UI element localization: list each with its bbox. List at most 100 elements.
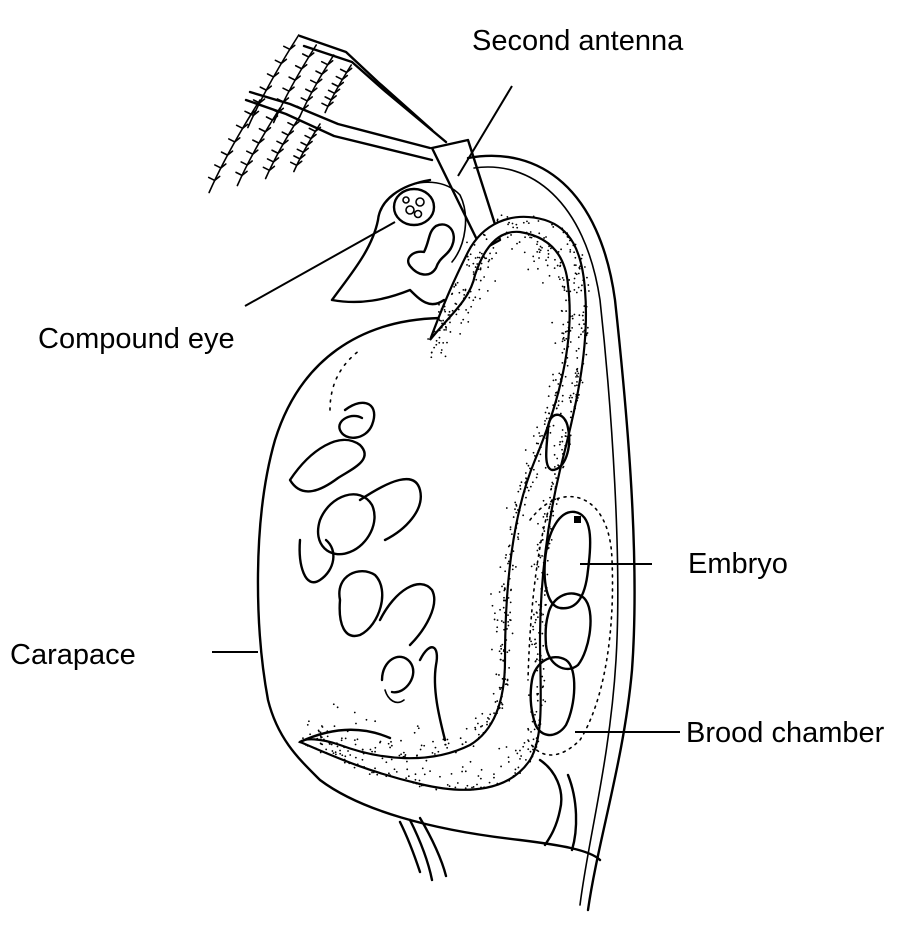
gut-stipple-dot — [538, 632, 540, 634]
antenna-setule — [268, 73, 279, 77]
gut-stipple-dot — [572, 244, 574, 246]
gut-stipple-dot — [560, 248, 562, 250]
gut-stipple-dot — [558, 404, 560, 406]
gut-stipple-dot — [563, 466, 565, 468]
gut-stipple-dot — [541, 633, 543, 635]
gut-stipple-dot — [570, 400, 572, 402]
gut-stipple-dot — [504, 588, 506, 590]
gut-stipple-dot — [564, 449, 566, 451]
gut-stipple-dot — [503, 607, 505, 609]
gut-stipple-dot — [550, 432, 552, 434]
gut-stipple-dot — [504, 643, 506, 645]
gut-stipple-dot — [530, 640, 532, 642]
gut-stipple-dot — [504, 570, 506, 572]
gut-stipple-dot — [537, 700, 539, 702]
gut-stipple-dot — [515, 527, 517, 529]
gut-stipple-dot — [584, 330, 586, 332]
gut-stipple-dot — [556, 458, 558, 460]
gut-stipple-dot — [458, 309, 460, 311]
gut-stipple-dot — [583, 323, 585, 325]
gut-stipple-dot — [574, 257, 576, 259]
gut-stipple-dot — [556, 407, 558, 409]
gut-stipple-dot — [547, 250, 549, 252]
antenna-setule — [322, 61, 333, 65]
gut-stipple-dot — [425, 760, 427, 762]
gut-stipple-dot — [449, 311, 451, 313]
gut-stipple-dot — [538, 257, 540, 259]
gut-stipple-dot — [502, 678, 504, 680]
gut-stipple-dot — [320, 743, 322, 745]
gut-stipple-dot — [405, 777, 407, 779]
gut-stipple-dot — [512, 568, 514, 570]
gut-stipple-dot — [555, 379, 557, 381]
gut-stipple-dot — [536, 477, 538, 479]
gut-stipple-dot — [320, 735, 322, 737]
gut-stipple-dot — [552, 510, 554, 512]
gut-stipple-dot — [431, 352, 433, 354]
gut-stipple-dot — [551, 539, 553, 541]
gut-stipple-dot — [530, 231, 532, 233]
gut-stipple-dot — [374, 747, 376, 749]
gut-stipple-dot — [507, 563, 509, 565]
gut-stipple-dot — [493, 712, 495, 714]
gut-stipple-dot — [540, 685, 542, 687]
gut-stipple-dot — [543, 500, 545, 502]
gut-stipple-dot — [460, 303, 462, 305]
gut-stipple-dot — [537, 616, 539, 618]
gut-stipple-dot — [307, 724, 309, 726]
gut-stipple-dot — [470, 761, 472, 763]
gut-stipple-dot — [472, 263, 474, 265]
gut-stipple-dot — [542, 699, 544, 701]
gut-stipple-dot — [567, 365, 569, 367]
gut-stipple-dot — [484, 234, 486, 236]
gut-stipple-dot — [418, 727, 420, 729]
gut-stipple-dot — [588, 290, 590, 292]
antenna-setule — [283, 87, 294, 91]
gut-stipple-dot — [441, 308, 443, 310]
gut-stipple-dot — [586, 342, 588, 344]
gut-stipple-dot — [427, 338, 429, 340]
gut-stipple-dot — [538, 566, 540, 568]
gut-stipple-dot — [555, 392, 557, 394]
gut-stipple-dot — [394, 768, 396, 770]
gut-stipple-dot — [435, 789, 437, 791]
gut-stipple-dot — [527, 728, 529, 730]
gut-stipple-dot — [400, 753, 402, 755]
gut-stipple-dot — [570, 411, 572, 413]
gut-stipple-dot — [420, 749, 422, 751]
gut-stipple-dot — [538, 220, 540, 222]
gut-stipple-dot — [548, 253, 550, 255]
gut-stipple-dot — [578, 314, 580, 316]
gut-stipple-dot — [545, 604, 547, 606]
gut-stipple-dot — [537, 443, 539, 445]
gut-stipple-dot — [491, 258, 493, 260]
gut-stipple-dot — [432, 741, 434, 743]
gut-stipple-dot — [444, 309, 446, 311]
gut-stipple-dot — [440, 320, 442, 322]
gut-stipple-dot — [574, 314, 576, 316]
gut-stipple-dot — [548, 245, 550, 247]
gut-stipple-dot — [494, 240, 496, 242]
gut-stipple-dot — [533, 215, 535, 217]
gut-stipple-dot — [495, 714, 497, 716]
gut-stipple-dot — [528, 234, 530, 236]
gut-stipple-dot — [582, 382, 584, 384]
gut-stipple-dot — [539, 435, 541, 437]
gut-stipple-dot — [539, 453, 541, 455]
gut-stipple-dot — [355, 723, 357, 725]
gut-stipple-dot — [562, 324, 564, 326]
gut-stipple-dot — [565, 338, 567, 340]
gut-stipple-dot — [474, 727, 476, 729]
gut-stipple-dot — [565, 435, 567, 437]
gut-stipple-dot — [543, 219, 545, 221]
gut-stipple-dot — [540, 620, 542, 622]
gut-stipple-dot — [530, 731, 532, 733]
gut-stipple-dot — [444, 306, 446, 308]
gut-stipple-dot — [355, 757, 357, 759]
gut-stipple-dot — [327, 735, 329, 737]
antenna-setae-lower — [209, 100, 321, 193]
gut-stipple-dot — [363, 766, 365, 768]
gut-stipple-dot — [585, 333, 587, 335]
gut-stipple-dot — [554, 259, 556, 261]
gut-stipple-dot — [369, 773, 371, 775]
